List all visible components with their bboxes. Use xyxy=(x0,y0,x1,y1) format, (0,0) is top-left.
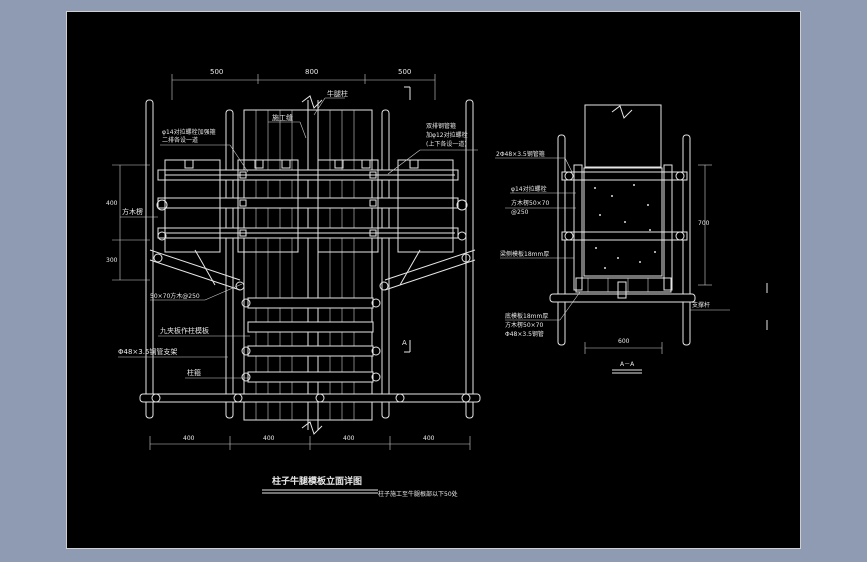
bottom-dim-3: 400 xyxy=(343,435,355,442)
top-dim-1: 500 xyxy=(210,68,223,76)
section-label-steel-hoop: 2Φ48×3.5钢管箍 xyxy=(496,150,545,158)
corbel-column xyxy=(243,95,373,435)
elevation-title: 柱子牛腿模板立面详图 xyxy=(272,475,362,487)
bottom-dim-4: 400 xyxy=(423,435,435,442)
leaders xyxy=(118,97,478,379)
bottom-dim-2: 400 xyxy=(263,435,275,442)
top-dim-2: 800 xyxy=(305,68,318,76)
section-label-support: 支撑杆 xyxy=(692,301,710,309)
label-bolt-left: φ14对拉螺栓加强箍 xyxy=(162,128,216,136)
label-construction-joint: 施工缝 xyxy=(272,113,293,122)
elevation-view: 500 800 500 xyxy=(106,68,481,498)
diagonal-braces xyxy=(149,249,476,291)
section-label-bolt: φ14对拉螺栓 xyxy=(511,185,547,193)
section-dim-width: 600 xyxy=(618,338,630,345)
section-label-timber: 方木楞50×70 xyxy=(511,199,549,207)
section-label-beam-bottom-pipe: Φ48×3.5钢管 xyxy=(505,330,544,338)
side-dimension: 400 300 xyxy=(106,164,150,281)
section-label-a: A xyxy=(402,339,407,347)
bottom-pipe xyxy=(139,393,481,403)
section-view: 700 600 2Φ48×3.5钢管箍 φ14对拉螺栓 方木楞50×70 @25… xyxy=(495,104,768,374)
drawing-frame xyxy=(66,11,801,549)
side-dim-2: 300 xyxy=(106,257,118,264)
beam-section xyxy=(583,167,663,277)
label-column-hoop: 柱箍 xyxy=(187,368,201,377)
section-marker: A xyxy=(402,86,411,353)
section-label-beam-side-form: 梁侧模板18mm厚 xyxy=(500,250,549,258)
side-dim-1: 400 xyxy=(106,200,118,207)
label-bolt-left-2: 二排各设一道 xyxy=(162,136,198,144)
label-steel-support: Φ48×3.5钢管支架 xyxy=(118,347,177,356)
label-corbel-column: 牛腿柱 xyxy=(327,89,348,98)
elevation-title-block: 柱子牛腿模板立面详图 柱子施工至牛腿根部以下50处 xyxy=(262,475,458,498)
elevation-subtitle: 柱子施工至牛腿根部以下50处 xyxy=(378,490,458,498)
bottom-dimension: 400 400 400 400 xyxy=(149,435,471,450)
horizontal-wales xyxy=(156,159,468,253)
section-label-beam-bottom-form: 底模板18mm厚 xyxy=(505,312,548,320)
label-plywood: 九夹板作柱模板 xyxy=(160,326,209,335)
section-leaders xyxy=(495,157,730,321)
section-label-timber-2: @250 xyxy=(511,209,529,216)
section-dim-height: 700 xyxy=(698,220,710,227)
concrete-hatch xyxy=(594,184,656,269)
label-bolt-right-3: (上下各设一道) xyxy=(426,140,467,148)
top-dim-3: 500 xyxy=(398,68,411,76)
bottom-dim-1: 400 xyxy=(183,435,195,442)
label-bolt-right-2: 加φ12对拉螺栓 xyxy=(426,131,468,139)
support-pipes xyxy=(145,99,474,419)
section-title: A－A xyxy=(620,361,635,368)
column-hoops xyxy=(241,297,381,383)
label-bolt-right: 双排钢管箍 xyxy=(426,122,456,130)
label-timber: 方木楞 xyxy=(122,207,143,216)
label-timber-size: 50×70方木@250 xyxy=(150,292,200,300)
section-label-beam-bottom-timber: 方木楞50×70 xyxy=(505,321,543,329)
top-dimension: 500 800 500 xyxy=(171,68,436,100)
